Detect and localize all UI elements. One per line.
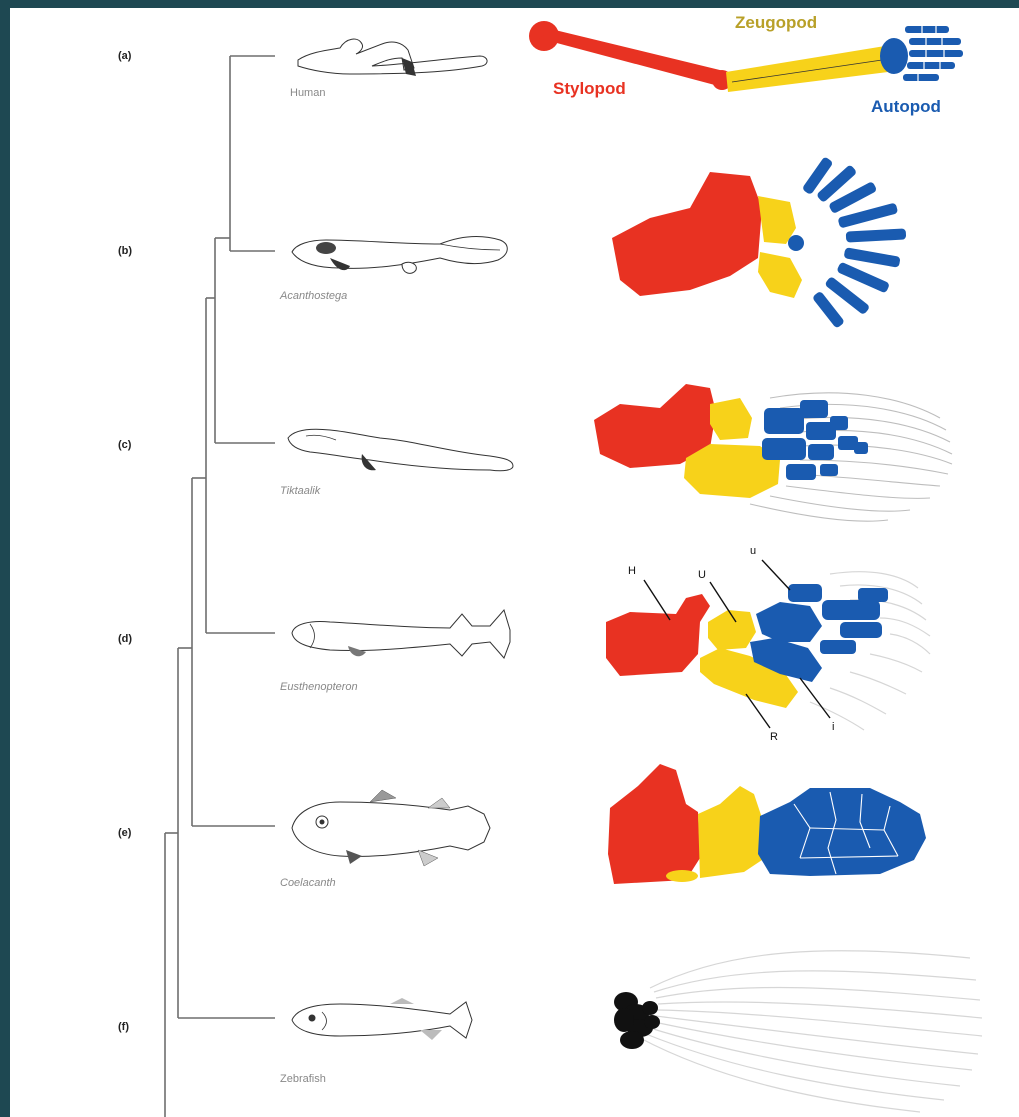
zebrafish-fin-rays bbox=[640, 951, 982, 1112]
species-name-acanthostega: Acanthostega bbox=[279, 290, 347, 302]
label-zeugopod: Zeugopod bbox=[735, 13, 817, 32]
bone-label-u-lower: u bbox=[750, 545, 756, 557]
species-name-tiktaalik: Tiktaalik bbox=[280, 485, 321, 497]
tiktaalik-silhouette bbox=[288, 429, 513, 471]
acanthostega-zeugopod-lower bbox=[758, 252, 802, 298]
row-label-a: (a) bbox=[118, 50, 132, 62]
phylogenetic-tree bbox=[165, 56, 275, 1117]
coelacanth-stylopod bbox=[608, 764, 700, 884]
acanthostega-limb-bones bbox=[612, 156, 906, 329]
tiktaalik-zeugopod-upper bbox=[710, 398, 752, 440]
species-name-coelacanth: Coelacanth bbox=[280, 877, 336, 889]
coelacanth-autopod bbox=[758, 788, 926, 876]
coelacanth-limb-bones bbox=[608, 764, 926, 884]
row-label-c: (c) bbox=[118, 439, 132, 451]
coelacanth-silhouette bbox=[292, 790, 490, 866]
human-silhouette bbox=[298, 39, 487, 76]
coelacanth-zeugopod bbox=[698, 786, 762, 878]
row-label-d: (d) bbox=[118, 633, 132, 645]
figure-panel: (a) (b) (c) (d) (e) (f) Human Acanthoste… bbox=[10, 8, 1019, 1117]
row-label-f: (f) bbox=[118, 1021, 129, 1033]
eusthenopteron-autopod bbox=[750, 584, 888, 682]
human-autopod bbox=[880, 26, 963, 81]
label-autopod: Autopod bbox=[871, 97, 941, 116]
zebrafish-silhouette bbox=[292, 998, 472, 1040]
tiktaalik-limb-bones bbox=[594, 384, 868, 498]
bone-label-h: H bbox=[628, 565, 636, 577]
species-name-zebrafish: Zebrafish bbox=[280, 1073, 326, 1085]
species-name-human: Human bbox=[290, 87, 325, 99]
acanthostega-stylopod bbox=[612, 172, 762, 296]
zebrafish-fin-base bbox=[614, 992, 660, 1049]
acanthostega-silhouette bbox=[292, 237, 507, 274]
acanthostega-zeugopod-upper bbox=[758, 196, 796, 244]
acanthostega-autopod bbox=[788, 156, 906, 329]
bone-label-i: i bbox=[832, 721, 834, 733]
bone-label-r: R bbox=[770, 731, 778, 743]
row-label-b: (b) bbox=[118, 245, 132, 257]
row-label-e: (e) bbox=[118, 827, 132, 839]
bone-label-u-upper: U bbox=[698, 569, 706, 581]
human-zeugopod bbox=[726, 46, 890, 92]
eusthenopteron-stylopod bbox=[606, 594, 710, 676]
species-name-eusthenopteron: Eusthenopteron bbox=[280, 681, 358, 693]
limb-evolution-diagram: (a) (b) (c) (d) (e) (f) Human Acanthoste… bbox=[10, 8, 1019, 1117]
label-stylopod: Stylopod bbox=[553, 79, 626, 98]
eusthenopteron-silhouette bbox=[292, 610, 510, 658]
